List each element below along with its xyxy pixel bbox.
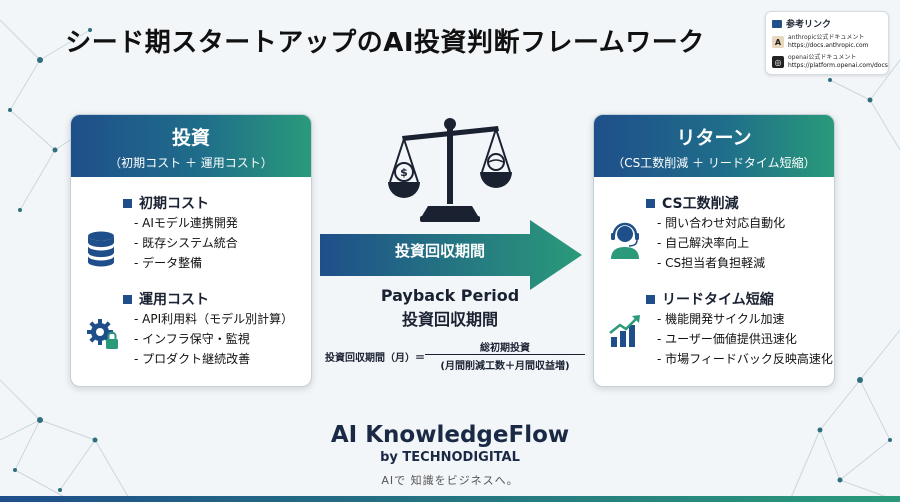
formula-fraction-line <box>425 354 585 355</box>
investment-subtitle: （初期コスト ＋ 運用コスト） <box>109 156 273 170</box>
initial-cost-list: - AIモデル連携開発 - 既存システム統合 - データ整備 <box>134 213 238 273</box>
brand-by: by TECHNODIGITAL <box>380 450 520 465</box>
initial-cost-title: 初期コスト <box>123 193 209 213</box>
book-icon <box>772 19 782 28</box>
reference-url[interactable]: https://platform.openai.com/docs <box>788 62 888 69</box>
reference-header: 参考リンク <box>766 12 888 32</box>
brand-tagline: AIで 知識をビジネスへ。 <box>381 474 519 487</box>
return-subtitle: （CS工数削減 ＋ リードタイム短縮） <box>612 156 816 170</box>
list-item: - 問い合わせ対応自動化 <box>657 216 786 230</box>
formula-denominator: (月間削減工数＋月間収益増) <box>440 361 570 372</box>
payback-formula: 投資回収期間（月）＝ 総初期投資 (月間削減工数＋月間収益増) <box>325 339 587 372</box>
investment-title: 投資 <box>171 127 210 149</box>
list-item: - CS担当者負担軽減 <box>657 256 766 270</box>
list-item: - プロダクト継続改善 <box>134 352 251 366</box>
investment-panel: 投資 （初期コスト ＋ 運用コスト） 初期コスト - AIモデル連携開発 - 既… <box>70 114 312 387</box>
list-item: - 既存システム統合 <box>134 236 238 250</box>
list-item: - 市場フィードバック反映高速化 <box>657 352 833 366</box>
arrow-label: 投資回収期間 <box>394 242 485 260</box>
list-item: - 機能開発サイクル加速 <box>657 312 785 326</box>
growth-chart-icon <box>609 315 640 347</box>
list-item: - ユーザー価値提供迅速化 <box>657 332 797 346</box>
openai-logo-icon: ◎ <box>772 56 784 68</box>
svg-text:$: $ <box>400 166 408 179</box>
page-title: シード期スタートアップのAI投資判断フレームワーク <box>65 28 705 58</box>
cs-reduction-title: CS工数削減 <box>646 193 739 213</box>
return-title: リターン <box>676 127 752 149</box>
database-icon <box>87 231 115 267</box>
balance-scale-icon: $ <box>388 118 512 222</box>
reference-url[interactable]: https://docs.anthropic.com <box>788 42 869 49</box>
reference-link-openai[interactable]: ◎ openai公式ドキュメント https://platform.openai… <box>766 52 888 72</box>
list-item: - API利用料（モデル別計算） <box>134 312 294 326</box>
reference-links-box: 参考リンク A anthropic公式ドキュメント https://docs.a… <box>765 11 889 75</box>
reference-label: anthropic公式ドキュメント <box>788 34 865 41</box>
gear-lock-icon <box>87 319 118 349</box>
leadtime-title: リードタイム短縮 <box>646 289 774 309</box>
formula-lhs: 投資回収期間（月）＝ <box>325 353 425 364</box>
reference-label: openai公式ドキュメント <box>788 54 857 61</box>
reference-heading: 参考リンク <box>786 20 832 30</box>
operating-cost-title: 運用コスト <box>123 289 209 309</box>
support-agent-icon <box>611 222 639 259</box>
payback-title-jp: 投資回収期間 <box>401 310 498 329</box>
return-header: リターン （CS工数削減 ＋ リードタイム短縮） <box>594 115 834 177</box>
list-item: - データ整備 <box>134 256 203 270</box>
brand-name: AI KnowledgeFlow <box>330 422 570 448</box>
list-item: - AIモデル連携開発 <box>134 216 238 230</box>
bottom-accent-bar <box>0 496 900 502</box>
payback-title-en: Payback Period <box>380 286 520 305</box>
return-panel: リターン （CS工数削減 ＋ リードタイム短縮） CS工数削減 - 問い合わせ対… <box>593 114 835 387</box>
investment-header: 投資 （初期コスト ＋ 運用コスト） <box>71 115 311 177</box>
leadtime-list: - 機能開発サイクル加速 - ユーザー価値提供迅速化 - 市場フィードバック反映… <box>657 309 833 369</box>
payback-arrow <box>320 220 582 290</box>
reference-link-anthropic[interactable]: A anthropic公式ドキュメント https://docs.anthrop… <box>766 32 888 52</box>
cs-reduction-list: - 問い合わせ対応自動化 - 自己解決率向上 - CS担当者負担軽減 <box>657 213 785 273</box>
list-item: - インフラ保守・監視 <box>134 332 250 346</box>
list-item: - 自己解決率向上 <box>657 236 750 250</box>
operating-cost-list: - API利用料（モデル別計算） - インフラ保守・監視 - プロダクト継続改善 <box>134 309 293 369</box>
formula-numerator: 総初期投資 <box>480 343 530 354</box>
anthropic-logo-icon: A <box>772 36 784 48</box>
